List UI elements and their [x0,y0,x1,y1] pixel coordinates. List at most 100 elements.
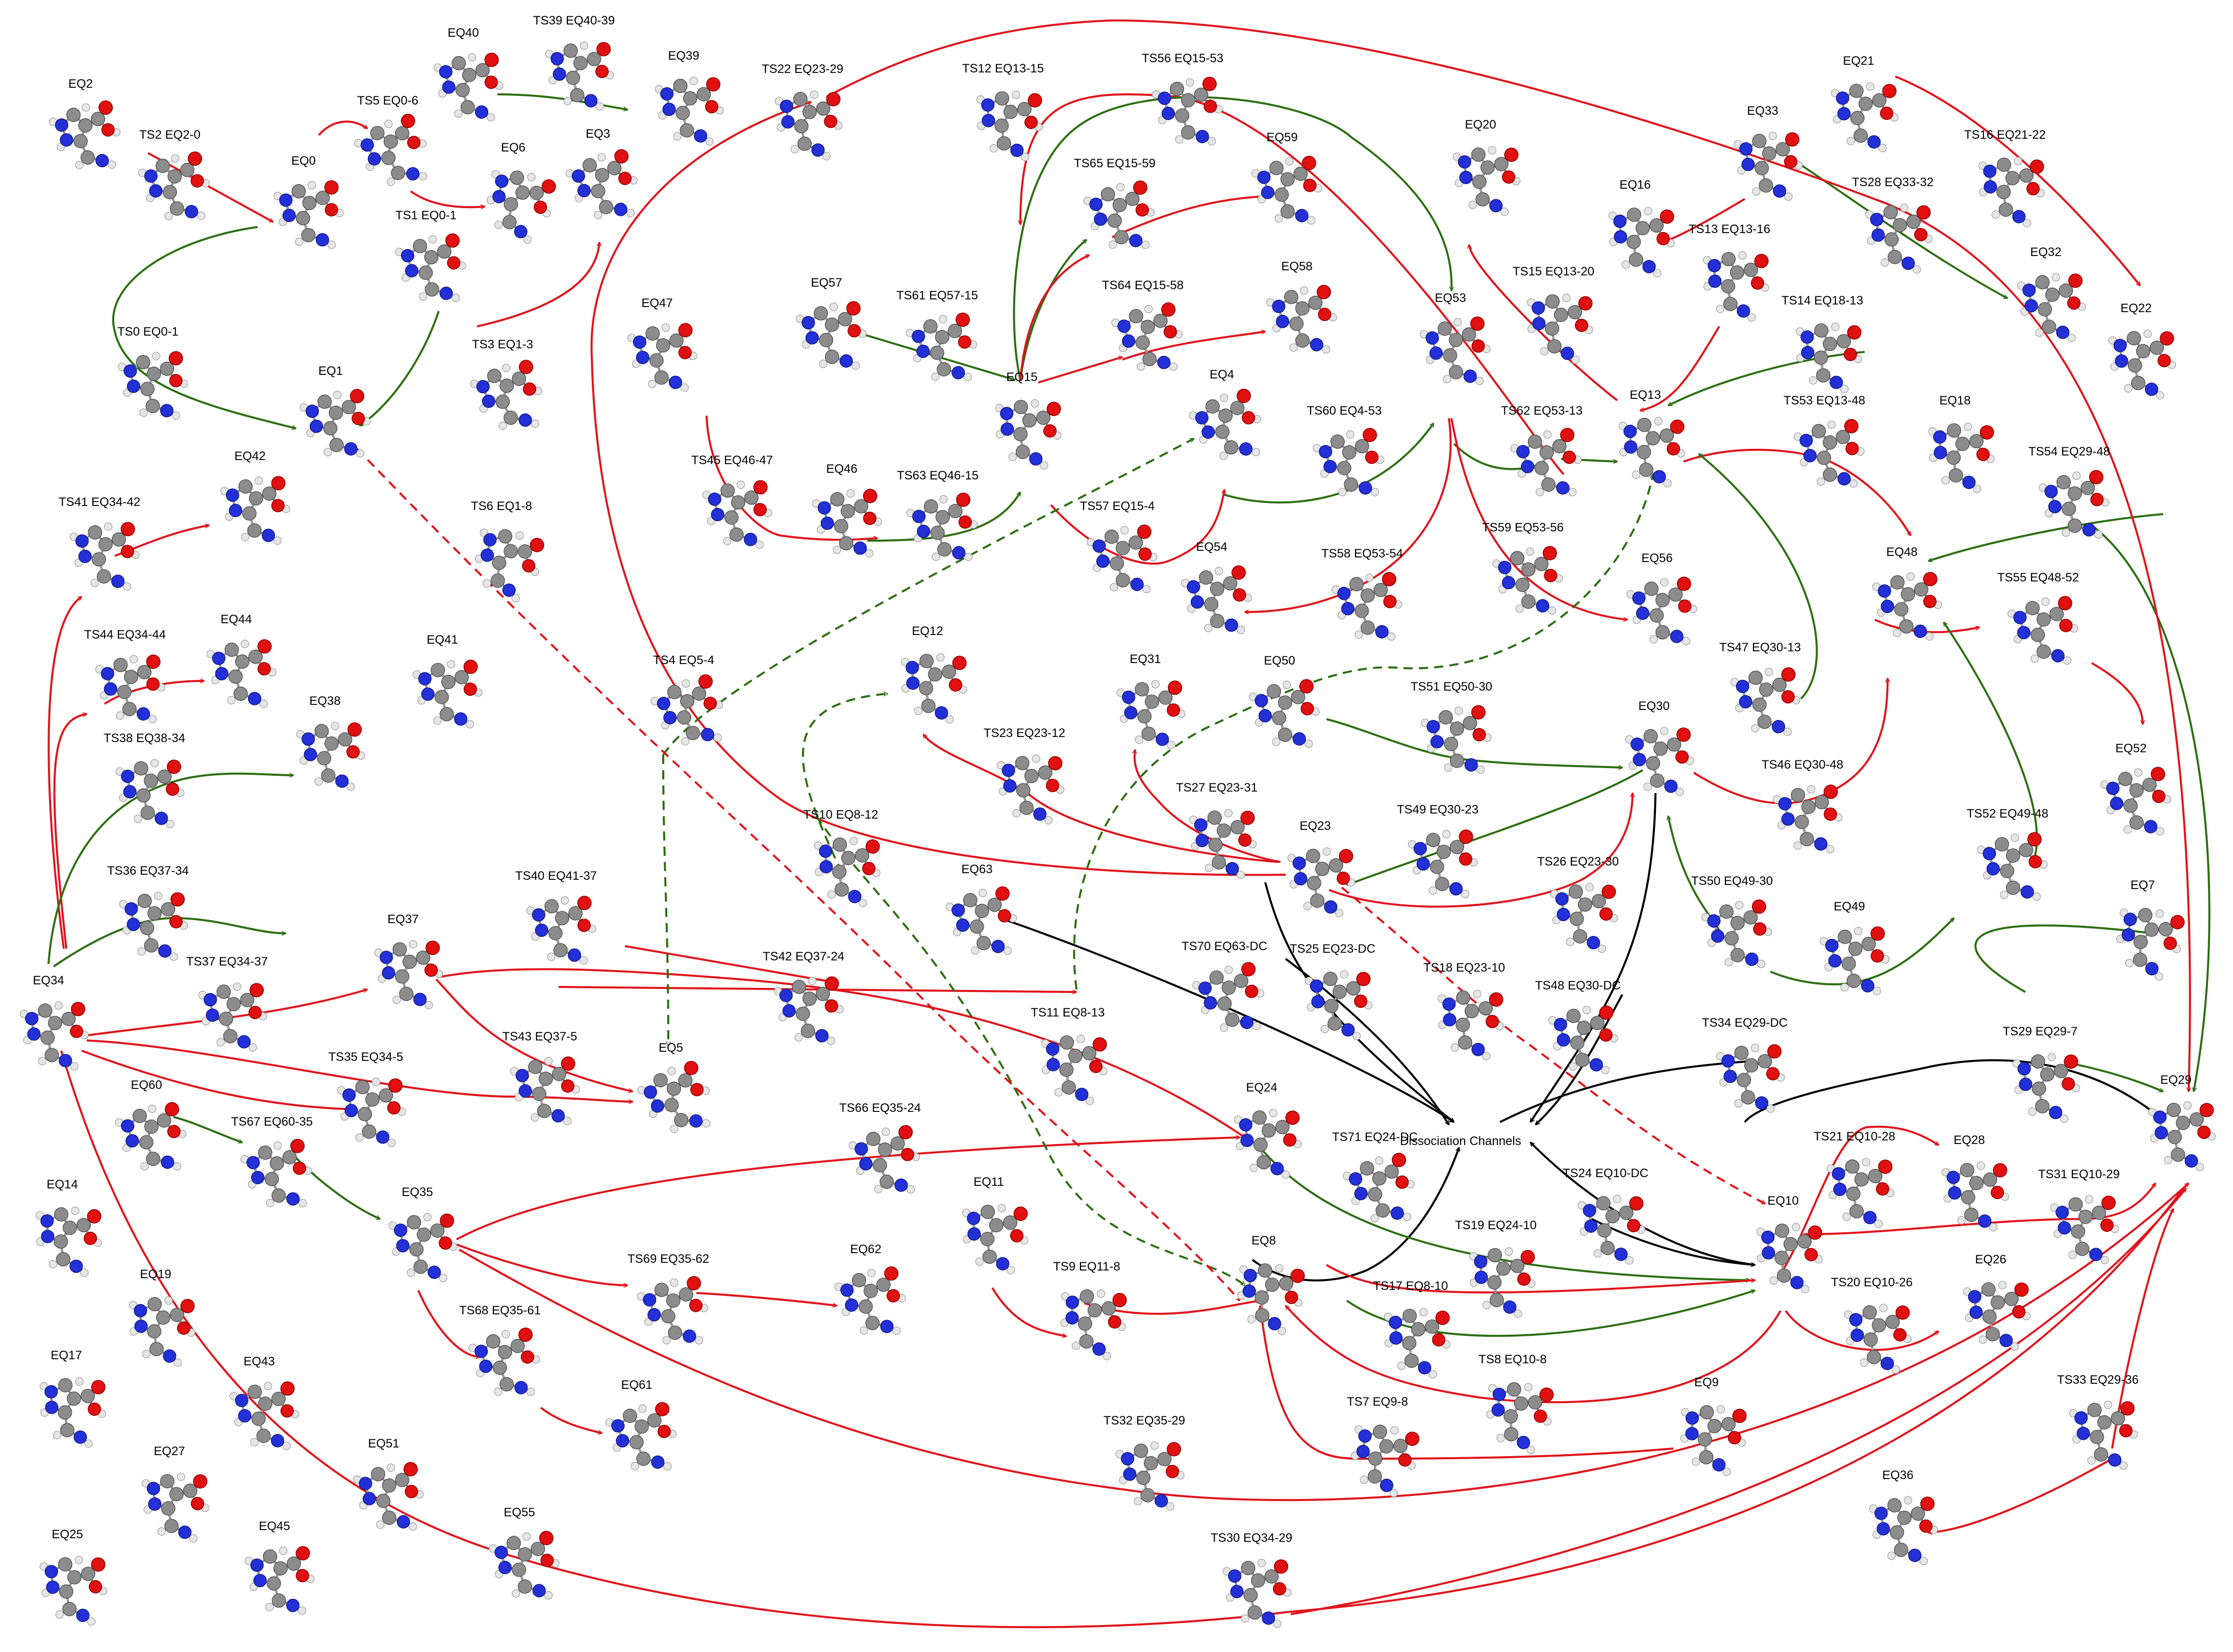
node-label-ts5: TS5 EQ0-6 [357,94,418,108]
molecule-ts16 [1974,154,2047,228]
molecule-eq51 [352,1460,428,1537]
node-label-ts16: TS16 EQ21-22 [1964,128,2046,142]
node-label-eq42: EQ42 [234,449,265,463]
molecule-ts5 [350,110,438,198]
red-reaction-arrow [2091,662,2143,724]
molecule-ts20 [1842,1303,1913,1374]
molecule-ts24 [1576,1193,1646,1264]
molecule-ts59 [1491,544,1567,621]
molecule-eq22 [2106,328,2177,399]
molecule-ts66 [847,1123,925,1203]
molecule-ts64 [1110,300,1188,380]
green-reaction-arrow [1668,816,1720,931]
node-label-ts38: TS38 EQ38-34 [104,731,185,745]
molecule-ts18 [1433,987,1507,1061]
node-label-ts9: TS9 EQ11-8 [1053,1260,1120,1274]
node-label-eq62: EQ62 [850,1242,881,1256]
node-label-ts70: TS70 EQ63-DC [1182,939,1267,953]
red-reaction-arrow [459,1183,2189,1502]
molecule-ts51 [1420,703,1495,780]
node-label-eq8: EQ8 [1251,1234,1276,1248]
node-label-ts48: TS48 EQ30-DC [1535,979,1621,993]
node-label-eq13: EQ13 [1629,388,1661,402]
molecule-ts26 [1548,882,1619,953]
node-label-ts54: TS54 EQ29-48 [2028,445,2110,459]
green-reaction-arrow [47,772,293,964]
node-label-ts43: TS43 EQ37-5 [503,1030,578,1044]
black-reaction-arrow [1499,1061,1755,1123]
molecule-ts50 [1700,898,1776,974]
molecule-eq17 [35,1375,109,1449]
node-label-eq12: EQ12 [912,624,943,638]
molecule-ts62 [1509,426,1587,505]
node-label-ts69: TS69 EQ35-62 [628,1252,709,1266]
node-label-eq6: EQ6 [501,141,525,155]
node-label-ts22: TS22 EQ23-29 [762,62,843,76]
molecule-eq58 [1265,283,1341,360]
node-label-ts20: TS20 EQ10-26 [1831,1276,1913,1289]
red-reaction-arrow [1112,196,1265,238]
red-reaction-arrow [991,1287,1066,1336]
black-reaction-arrow [1744,1059,2153,1123]
molecule-eq53 [1419,315,1494,391]
node-label-ts23: TS23 EQ23-12 [984,726,1065,740]
molecule-eq16 [1604,204,1677,278]
node-label-eq18: EQ18 [1939,394,1970,408]
node-label-ts42: TS42 EQ37-24 [763,950,844,963]
node-label-ts60: TS60 EQ4-53 [1307,404,1382,418]
node-label-eq59: EQ59 [1266,131,1297,144]
green-reaction-arrow [1699,454,1818,700]
node-label-ts10: TS10 EQ8-12 [804,808,879,822]
molecule-ts52 [1976,830,2051,907]
node-label-eq2: EQ2 [68,77,93,91]
molecule-eq27 [140,1471,210,1542]
node-label-eq43: EQ43 [243,1355,274,1368]
black-reaction-arrow [1529,793,1657,1122]
node-label-ts40: TS40 EQ41-37 [515,869,597,883]
molecule-eq9 [1673,1400,1750,1478]
molecule-eq13 [1614,414,1688,489]
green-reaction-arrow [1259,1147,1750,1280]
node-label-eq52: EQ52 [2115,742,2146,755]
red-reaction-arrow [2111,1209,2174,1449]
node-label-eq22: EQ22 [2120,301,2151,315]
node-label-eq32: EQ32 [2030,245,2061,259]
molecule-eq41 [412,658,485,732]
node-label-ts12: TS12 EQ13-15 [962,62,1044,75]
molecule-eq40 [433,52,506,125]
node-label-ts7: TS7 EQ9-8 [1347,1395,1408,1409]
red-reaction-arrow [1122,332,1265,361]
red-reaction-arrow [86,989,367,1036]
node-label-eq27: EQ27 [154,1444,185,1458]
green-reaction-arrow [1347,769,1644,885]
green-reaction-arrow [1974,924,2153,993]
molecule-eq52 [2099,765,2175,842]
node-label-ts0: TS0 EQ0-1 [117,325,179,339]
node-label-ts59: TS59 EQ53-56 [1482,521,1564,535]
molecule-ts23 [995,753,1065,824]
molecule-eq25 [38,1555,108,1625]
green-reaction-arrow [867,492,1021,542]
node-label-ts30: TS30 EQ34-29 [1211,1531,1292,1545]
molecule-ts55 [2006,594,2082,671]
node-label-ts39: TS39 EQ40-39 [533,14,615,28]
red-reaction-arrow [1683,448,1912,536]
node-label-eq7: EQ7 [2130,878,2155,892]
node-label-ts66: TS66 EQ35-24 [839,1101,921,1115]
molecule-ts56 [1151,75,1226,151]
molecule-eq57 [795,299,870,376]
molecule-ts11 [1037,1032,1110,1106]
node-label-ts26: TS26 EQ23-30 [1537,855,1619,869]
node-label-eq26: EQ26 [1975,1253,2006,1266]
red-reaction-arrow [1874,619,1979,633]
node-label-ts53: TS53 EQ13-48 [1784,394,1865,408]
red-reaction-arrow [540,1407,602,1433]
red-reaction-arrow [1469,245,1618,401]
molecule-ts46 [1772,783,1845,857]
molecule-ts41 [69,521,142,594]
red-reaction-arrow [47,596,82,949]
molecule-eq39 [655,77,724,146]
molecule-ts2 [136,149,216,230]
node-label-ts13: TS13 EQ13-16 [1689,222,1770,236]
red-reaction-arrow [1895,75,2140,286]
